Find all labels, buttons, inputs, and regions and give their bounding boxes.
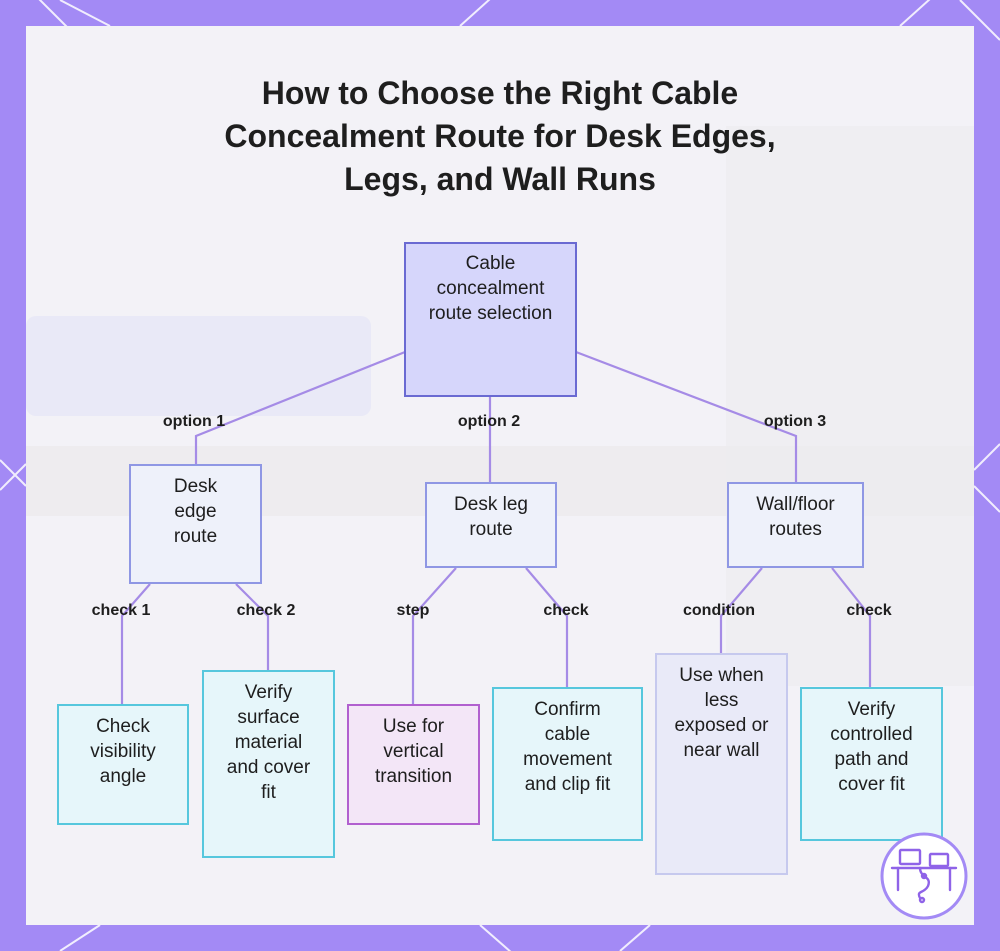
edge-option1 bbox=[194, 350, 406, 464]
edge-check2 bbox=[235, 583, 270, 670]
diagram-title: How to Choose the Right Cable Concealmen… bbox=[224, 75, 776, 197]
node-vertical-transition: Use for vertical transition bbox=[347, 704, 480, 825]
node-verify-controlled-label: Verify controlled path and cover fit bbox=[830, 699, 913, 795]
node-confirm-cable-label: Confirm cable movement and clip fit bbox=[523, 699, 612, 795]
node-wall-floor: Wall/floor routes bbox=[727, 482, 864, 568]
node-desk-edge: Desk edge route bbox=[129, 464, 262, 584]
node-verify-surface: Verify surface material and cover fit bbox=[202, 670, 335, 858]
edge-option3 bbox=[575, 350, 798, 482]
edge-label-check-wall: check bbox=[846, 602, 892, 619]
node-use-when-label: Use when less exposed or near wall bbox=[674, 665, 769, 761]
background-sign bbox=[26, 316, 371, 416]
edge-label-option3: option 3 bbox=[763, 413, 827, 430]
background-wall bbox=[726, 126, 974, 686]
edge-label-option2: option 2 bbox=[457, 413, 521, 430]
node-confirm-cable: Confirm cable movement and clip fit bbox=[492, 687, 643, 841]
edge-check-leg bbox=[525, 567, 569, 687]
edge-check-wall bbox=[831, 567, 872, 687]
node-root: Cable concealment route selection bbox=[404, 242, 577, 397]
edge-check1 bbox=[120, 583, 151, 704]
edge-label-check2: check 2 bbox=[236, 602, 296, 619]
edge-label-check1: check 1 bbox=[91, 602, 151, 619]
desk-cable-icon bbox=[880, 832, 968, 920]
node-wall-floor-label: Wall/floor routes bbox=[756, 494, 835, 540]
node-desk-leg: Desk leg route bbox=[425, 482, 557, 568]
node-use-when: Use when less exposed or near wall bbox=[655, 653, 788, 875]
edge-label-check-leg: check bbox=[543, 602, 589, 619]
edge-label-option1: option 1 bbox=[162, 413, 226, 430]
node-check-visibility-label: Check visibility angle bbox=[90, 716, 156, 787]
edge-condition bbox=[719, 567, 763, 653]
node-vertical-transition-label: Use for vertical transition bbox=[374, 716, 453, 787]
node-root-label: Cable concealment route selection bbox=[428, 253, 553, 324]
edge-label-step: step bbox=[396, 602, 430, 619]
edge-step bbox=[411, 567, 457, 704]
node-verify-controlled: Verify controlled path and cover fit bbox=[800, 687, 943, 841]
node-desk-leg-label: Desk leg route bbox=[454, 494, 528, 540]
edge-label-condition: condition bbox=[683, 602, 755, 619]
node-verify-surface-label: Verify surface material and cover fit bbox=[226, 682, 311, 803]
node-desk-edge-label: Desk edge route bbox=[173, 476, 218, 547]
node-check-visibility: Check visibility angle bbox=[57, 704, 189, 825]
